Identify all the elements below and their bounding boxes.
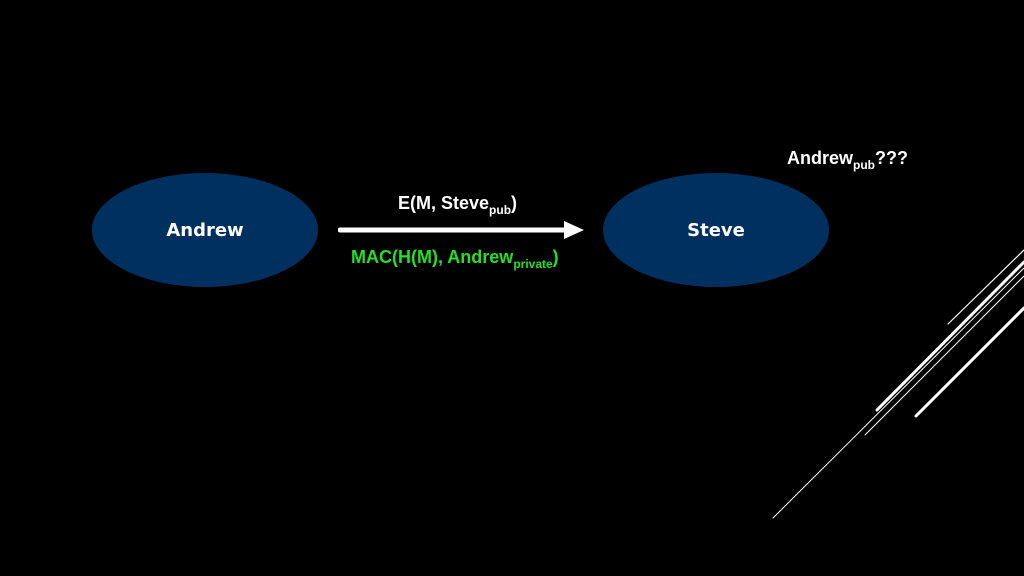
public-key-question-suffix: ??? (875, 148, 909, 168)
arrow-head (564, 221, 584, 239)
andrew-node: Andrew (92, 173, 318, 287)
decorative-line (875, 260, 1024, 412)
public-key-question: Andrewpub??? (787, 148, 908, 172)
message-arrow (338, 221, 584, 239)
decorative-line (864, 275, 1024, 436)
steve-node-label: Steve (687, 219, 745, 241)
encryption-label-main: E(M, Steve (398, 193, 490, 213)
mac-label-close: ) (552, 247, 559, 267)
decorative-line (914, 306, 1024, 418)
public-key-question-subscript: pub (853, 158, 876, 172)
decorative-line (772, 267, 1024, 519)
andrew-node-label: Andrew (166, 219, 244, 241)
encryption-label-close: ) (511, 193, 518, 213)
decorative-line (947, 249, 1024, 325)
public-key-question-main: Andrew (787, 148, 854, 168)
steve-node: Steve (603, 173, 829, 287)
mac-label-main: MAC(H(M), Andrew (351, 247, 514, 267)
encryption-label-subscript: pub (489, 203, 512, 217)
mac-label-subscript: private (513, 257, 553, 271)
encryption-label: E(M, Stevepub) (398, 193, 517, 217)
mac-label: MAC(H(M), Andrewprivate) (351, 247, 559, 271)
